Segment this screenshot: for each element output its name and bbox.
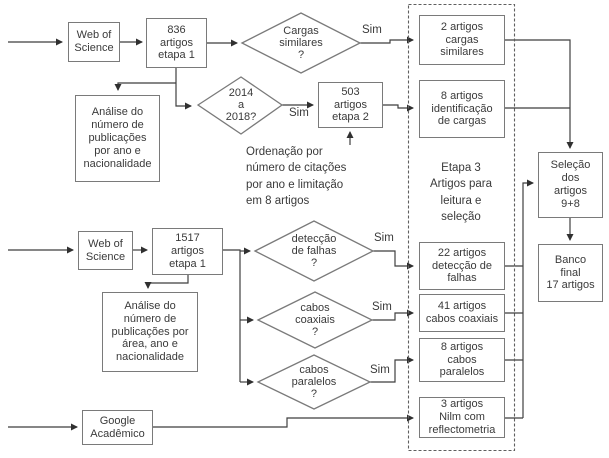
node-2-artigos-cargas-similares: 2 artigos cargas similares [419, 15, 505, 65]
node-836-artigos-etapa1: 836 artigos etapa 1 [146, 18, 207, 68]
decision-deteccao-falhas-shape [253, 220, 375, 282]
node-analise-publicacoes-area: Análise do número de publicações por áre… [102, 292, 198, 372]
node-analise-publicacoes-ano: Análise do número de publicações por ano… [75, 95, 160, 182]
annotation-ordenacao: Ordenação por número de citações por ano… [246, 146, 347, 207]
decision-cabos-paralelos-shape [256, 354, 372, 410]
node-1517-artigos-etapa1: 1517 artigos etapa 1 [152, 228, 223, 275]
decision-cabos-coaxiais-shape [256, 291, 374, 349]
flow-connectors [8, 36, 574, 431]
annotation-etapa3: Etapa 3 Artigos para leitura e seleção [429, 162, 492, 223]
decision-cargas-similares-shape [240, 12, 362, 74]
node-8-artigos-cabos-paralelos: 8 artigos cabos paralelos [419, 338, 505, 382]
node-selecao-artigos: Seleção dos artigos 9+8 [538, 152, 603, 218]
decision-shapes [196, 12, 375, 410]
yes-label-cargas: Sim [362, 24, 382, 36]
node-41-artigos-cabos-coaxiais: 41 artigos cabos coaxiais [419, 294, 505, 332]
yes-label-paralelos: Sim [370, 364, 390, 376]
yes-label-periodo: Sim [289, 107, 309, 119]
node-web-of-science-2: Web of Science [78, 231, 133, 270]
node-503-artigos-etapa2: 503 artigos etapa 2 [318, 82, 383, 128]
node-web-of-science-1: Web of Science [68, 22, 120, 62]
yes-label-coaxiais: Sim [372, 301, 392, 313]
decision-periodo-shape [196, 76, 284, 135]
node-google-academico: Google Acadêmico [82, 410, 153, 445]
node-3-artigos-nilm-reflectometria: 3 artigos Nilm com reflectometria [419, 397, 505, 438]
dashed-region-border [407, 3, 516, 452]
node-banco-final: Banco final 17 artigos [538, 244, 603, 302]
node-8-artigos-identificacao-cargas: 8 artigos identificação de cargas [419, 80, 505, 138]
node-22-artigos-deteccao-falhas: 22 artigos detecção de falhas [419, 242, 505, 290]
yes-label-deteccao: Sim [374, 232, 394, 244]
